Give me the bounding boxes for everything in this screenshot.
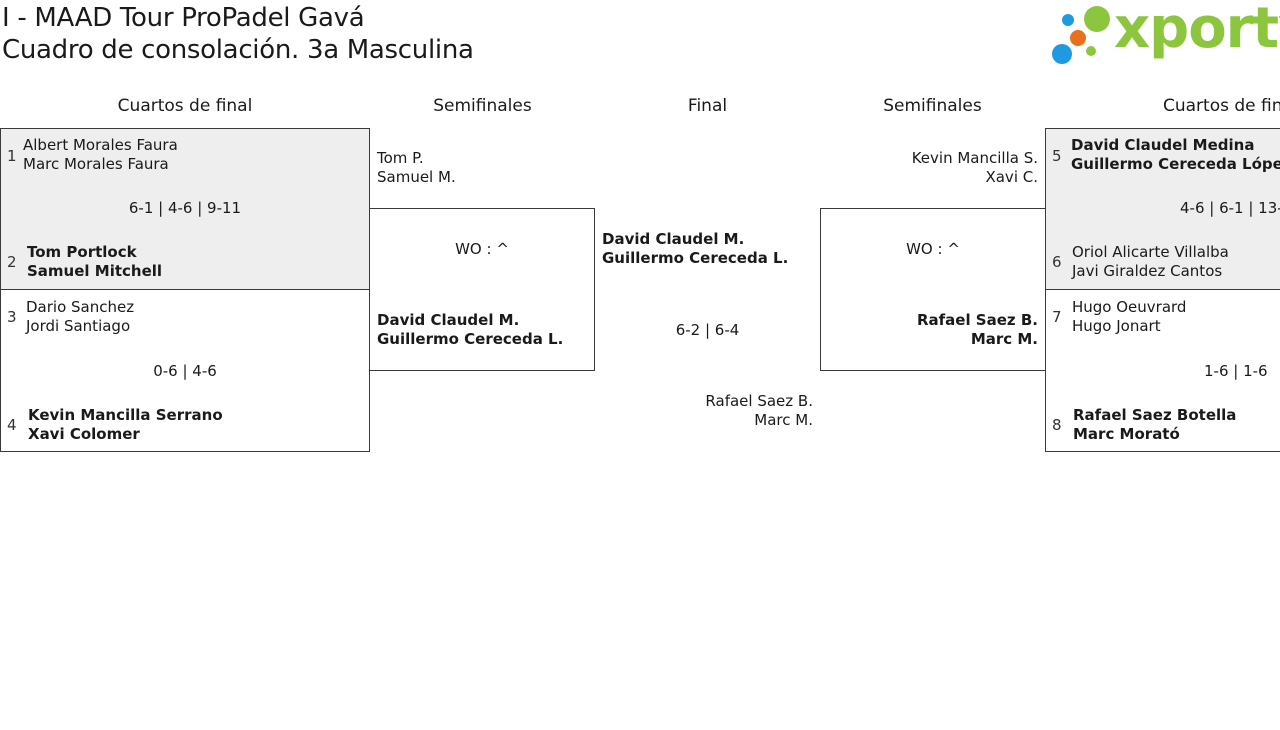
player-name: Marc M. [970,330,1038,348]
header-final: Final [687,96,728,116]
team-bottom-winner: Kevin Mancilla Serrano Xavi Colomer [28,406,223,444]
match-score: 0-6 | 4-6 [153,362,217,380]
right-quarterfinal-match-1[interactable]: 5 David Claudel Medina Guillermo Cereced… [1045,128,1280,290]
match-score: WO : ^ [906,240,960,258]
player-name: Oriol Alicarte Villalba [1072,243,1229,261]
final-score: 6-2 | 6-4 [675,321,740,339]
player-name: Kevin Mancilla Serrano [28,406,223,424]
seed-number: 5 [1052,147,1062,165]
player-name: Jordi Santiago [26,317,131,335]
header-left-quarterfinals: Cuartos de final [117,96,253,116]
player-name: Guillermo Cereceda L. [602,249,789,267]
player-name: David Claudel Medina [1071,136,1255,154]
player-name: Rafael Saez B. [916,311,1038,329]
player-name: David Claudel M. [377,311,520,329]
player-name: David Claudel M. [602,230,745,248]
team-top: Hugo Oeuvrard Hugo Jonart [1072,298,1186,336]
player-name: Xavi Colomer [28,425,140,443]
seed-number: 1 [7,147,17,165]
player-name: Tom Portlock [27,243,137,261]
player-name: Tom P. [377,149,424,167]
final-team-bottom: Rafael Saez B. Marc M. [595,392,813,430]
left-semifinal-match[interactable]: WO : ^ David Claudel M. Guillermo Cerece… [369,208,595,371]
player-name: Hugo Jonart [1072,317,1161,335]
seed-number: 2 [7,253,17,271]
team-top-winner: David Claudel Medina Guillermo Cereceda … [1071,136,1280,174]
player-name: Hugo Oeuvrard [1072,298,1187,316]
seed-number: 3 [7,308,17,326]
team-bottom-winner: David Claudel M. Guillermo Cereceda L. [377,311,563,349]
final-team-top-winner: David Claudel M. Guillermo Cereceda L. [602,230,788,268]
player-name: Xavi C. [985,168,1038,186]
left-semifinal-team-top: Tom P. Samuel M. [377,149,456,187]
seed-number: 7 [1052,308,1062,326]
seed-number: 6 [1052,253,1062,271]
player-name: Albert Morales Faura [23,136,178,154]
right-semifinal-team-top: Kevin Mancilla S. Xavi C. [820,149,1038,187]
player-name: Javi Giraldez Cantos [1072,262,1223,280]
seed-number: 8 [1052,416,1062,434]
seed-number: 4 [7,416,17,434]
match-score: WO : ^ [455,240,509,258]
tournament-title: I - MAAD Tour ProPadel Gavá [2,3,365,33]
logo-dot-green-small [1086,46,1096,56]
team-bottom: Oriol Alicarte Villalba Javi Giraldez Ca… [1072,243,1229,281]
logo-dot-orange [1070,30,1086,46]
player-name: Kevin Mancilla S. [911,149,1038,167]
player-name: Samuel Mitchell [27,262,163,280]
team-top: Dario Sanchez Jordi Santiago [26,298,134,336]
logo-dot-blue-small [1062,14,1074,26]
logo-text: xporty [1114,0,1280,61]
team-top: Albert Morales Faura Marc Morales Faura [23,136,178,174]
right-quarterfinal-match-2[interactable]: 7 Hugo Oeuvrard Hugo Jonart 1-6 | 1-6 8 … [1045,289,1280,452]
header-left-semifinals: Semifinales [433,96,532,116]
header-right-semifinals: Semifinales [883,96,982,116]
player-name: Guillermo Cereceda L. [377,330,564,348]
player-name: Samuel M. [377,168,456,186]
team-bottom-winner: Rafael Saez B. Marc M. [821,311,1038,349]
player-name: Guillermo Cereceda López [1071,155,1280,173]
draw-subtitle: Cuadro de consolación. 3a Masculina [2,35,474,65]
team-bottom-winner: Tom Portlock Samuel Mitchell [27,243,162,281]
player-name: Dario Sanchez [26,298,135,316]
player-name: Marc Morales Faura [23,155,169,173]
player-name: Marc M. [754,411,813,429]
right-semifinal-match[interactable]: WO : ^ Rafael Saez B. Marc M. [820,208,1046,371]
left-quarterfinal-match-2[interactable]: 3 Dario Sanchez Jordi Santiago 0-6 | 4-6… [0,289,370,452]
logo-dot-blue [1052,44,1072,64]
player-name: Marc Morató [1073,425,1180,443]
header-right-quarterfinals: Cuartos de fin [1163,96,1280,116]
match-score: 4-6 | 6-1 | 13-11 [1180,199,1280,217]
left-quarterfinal-match-1[interactable]: 1 Albert Morales Faura Marc Morales Faur… [0,128,370,290]
match-score: 6-1 | 4-6 | 9-11 [128,199,242,217]
player-name: Rafael Saez Botella [1073,406,1237,424]
match-score: 1-6 | 1-6 [1204,362,1268,380]
xporty-logo[interactable]: xporty [1052,0,1280,66]
player-name: Rafael Saez B. [705,392,813,410]
team-bottom-winner: Rafael Saez Botella Marc Morató [1073,406,1236,444]
logo-dot-green [1084,6,1110,32]
